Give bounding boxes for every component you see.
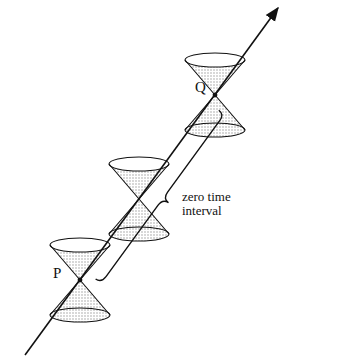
cone-rim (185, 123, 245, 137)
event-label: P (53, 265, 61, 282)
past-cone-shading (185, 95, 245, 137)
cone-rim (109, 227, 169, 241)
event-dot (78, 278, 83, 283)
cone-rim (50, 308, 110, 322)
event-label: Q (195, 79, 206, 96)
past-cone-shading (109, 199, 169, 241)
past-cone-shading (50, 280, 110, 322)
event-dot (213, 93, 218, 98)
interval-annotation: zero time interval (182, 190, 246, 219)
null-worldline (25, 8, 278, 355)
cone-generators (185, 60, 245, 130)
